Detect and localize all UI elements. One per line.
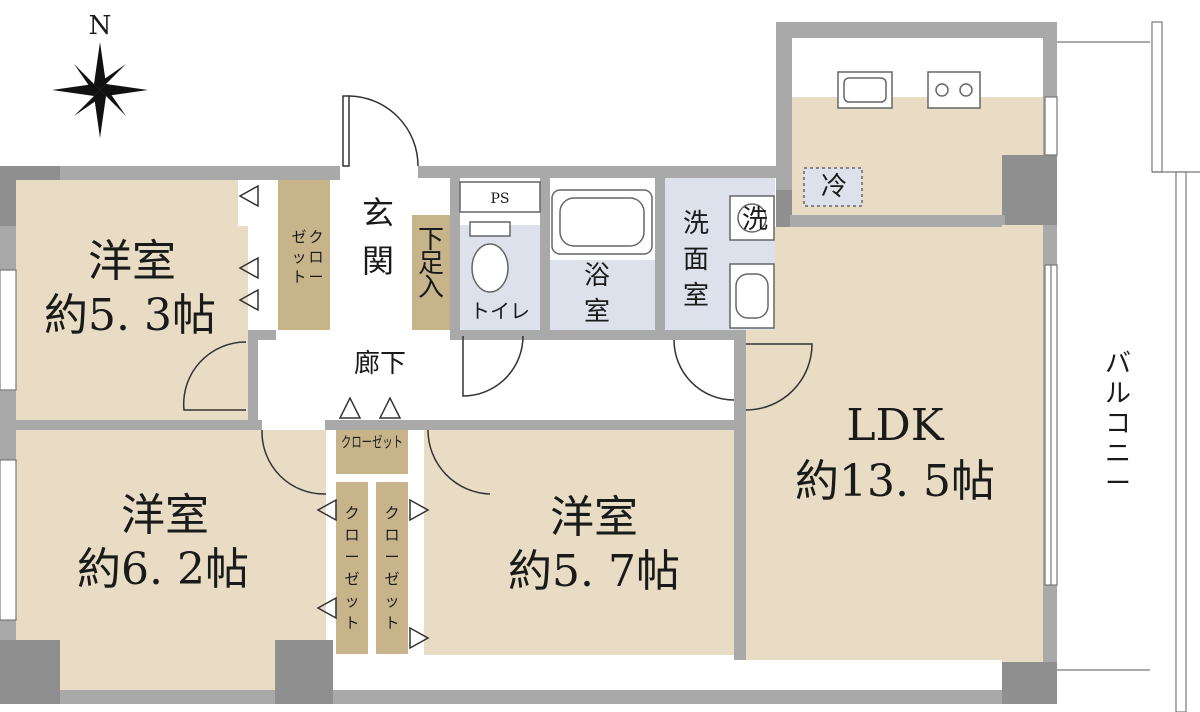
closet-right-label: クローゼット [384, 504, 399, 632]
room-name-western-2: 洋室 [121, 490, 209, 541]
room-size-ldk: 約13. 5帖 [795, 456, 995, 507]
closet-top-label-char: ロ [308, 248, 323, 266]
closet-right-label-char: ー [384, 548, 399, 566]
closet-top-label: クロー ゼット [291, 228, 323, 286]
closet-right-label-char: ロ [384, 526, 399, 544]
closet-left-label-char: ト [344, 614, 359, 632]
ps-label: PS [490, 191, 509, 207]
closet-top-label-char: ト [291, 268, 306, 286]
shoe-box-label-char: 足 [418, 249, 444, 279]
room-fills [16, 97, 1043, 690]
washroom-label-char: 洗 [683, 209, 709, 239]
closet-top-label-char: ー [308, 268, 323, 286]
shoe-box-label-char: 入 [418, 273, 444, 303]
closet-top-label-char: ゼ [291, 228, 306, 246]
hallway-label: 廊下 [354, 349, 406, 379]
bath-label: 浴室 [584, 261, 610, 327]
closet-top-label-char: ッ [291, 248, 306, 266]
closet-left-label-char: ー [344, 548, 359, 566]
closet-right-label-char: ク [384, 504, 399, 522]
closet-hall-label: クローゼット [341, 433, 403, 451]
balcony-label-char: ニ [1105, 439, 1131, 469]
windows [0, 21, 1200, 712]
closet-top-label-char: ク [308, 228, 323, 246]
washroom-label: 洗面室 [683, 209, 709, 311]
washroom-label-char: 室 [683, 281, 709, 311]
room-size-western-1: 約5. 3帖 [44, 290, 216, 341]
entrance-label: 玄関 [362, 194, 394, 280]
bath-label-char: 室 [584, 297, 610, 327]
bath-label-char: 浴 [584, 261, 610, 291]
shoe-box-label-char: 下 [418, 225, 444, 255]
balcony-label-char: コ [1105, 409, 1131, 439]
entrance-label-char: 玄 [362, 194, 394, 232]
closet-left-label-char: ロ [344, 526, 359, 544]
closet-right-label-char: ッ [384, 592, 399, 610]
room-name-western-1: 洋室 [88, 236, 176, 287]
toilet-text: トイレ [470, 299, 530, 323]
fridge-label: 冷 [821, 172, 847, 202]
balcony-label-char: ル [1105, 379, 1131, 409]
closet-left-label-char: ッ [344, 592, 359, 610]
washer-label: 洗 [742, 205, 768, 235]
compass-rose-icon [52, 42, 148, 138]
room-name-ldk: LDK [846, 400, 944, 451]
compass-label: N [89, 11, 112, 41]
closet-right-label-char: ゼ [384, 570, 399, 588]
closet-left-label-char: ク [344, 504, 359, 522]
entrance-label-char: 関 [362, 242, 394, 280]
washroom-label-char: 面 [683, 245, 709, 275]
shoe-box-label: 下足入 [418, 225, 444, 303]
closet-right-label-char: ト [384, 614, 399, 632]
room-size-western-3: 約5. 7帖 [508, 546, 680, 597]
doors [182, 95, 813, 650]
balcony-label-char: バ [1105, 349, 1131, 379]
room-name-western-3: 洋室 [550, 492, 638, 543]
room-size-western-2: 約6. 2帖 [77, 544, 249, 595]
balcony-label-char: ー [1105, 469, 1131, 499]
closet-left-label: クローゼット [344, 504, 359, 632]
fixtures [459, 71, 981, 329]
toilet-label: トイレ [470, 299, 530, 323]
closet-left-label-char: ゼ [344, 570, 359, 588]
